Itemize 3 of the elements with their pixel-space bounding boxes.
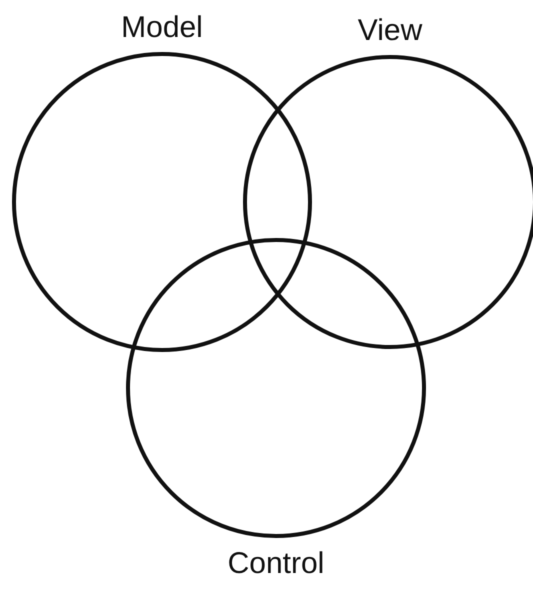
set-label: View bbox=[358, 14, 422, 48]
set-label: Model bbox=[121, 11, 203, 45]
set-label: Control bbox=[228, 547, 324, 581]
